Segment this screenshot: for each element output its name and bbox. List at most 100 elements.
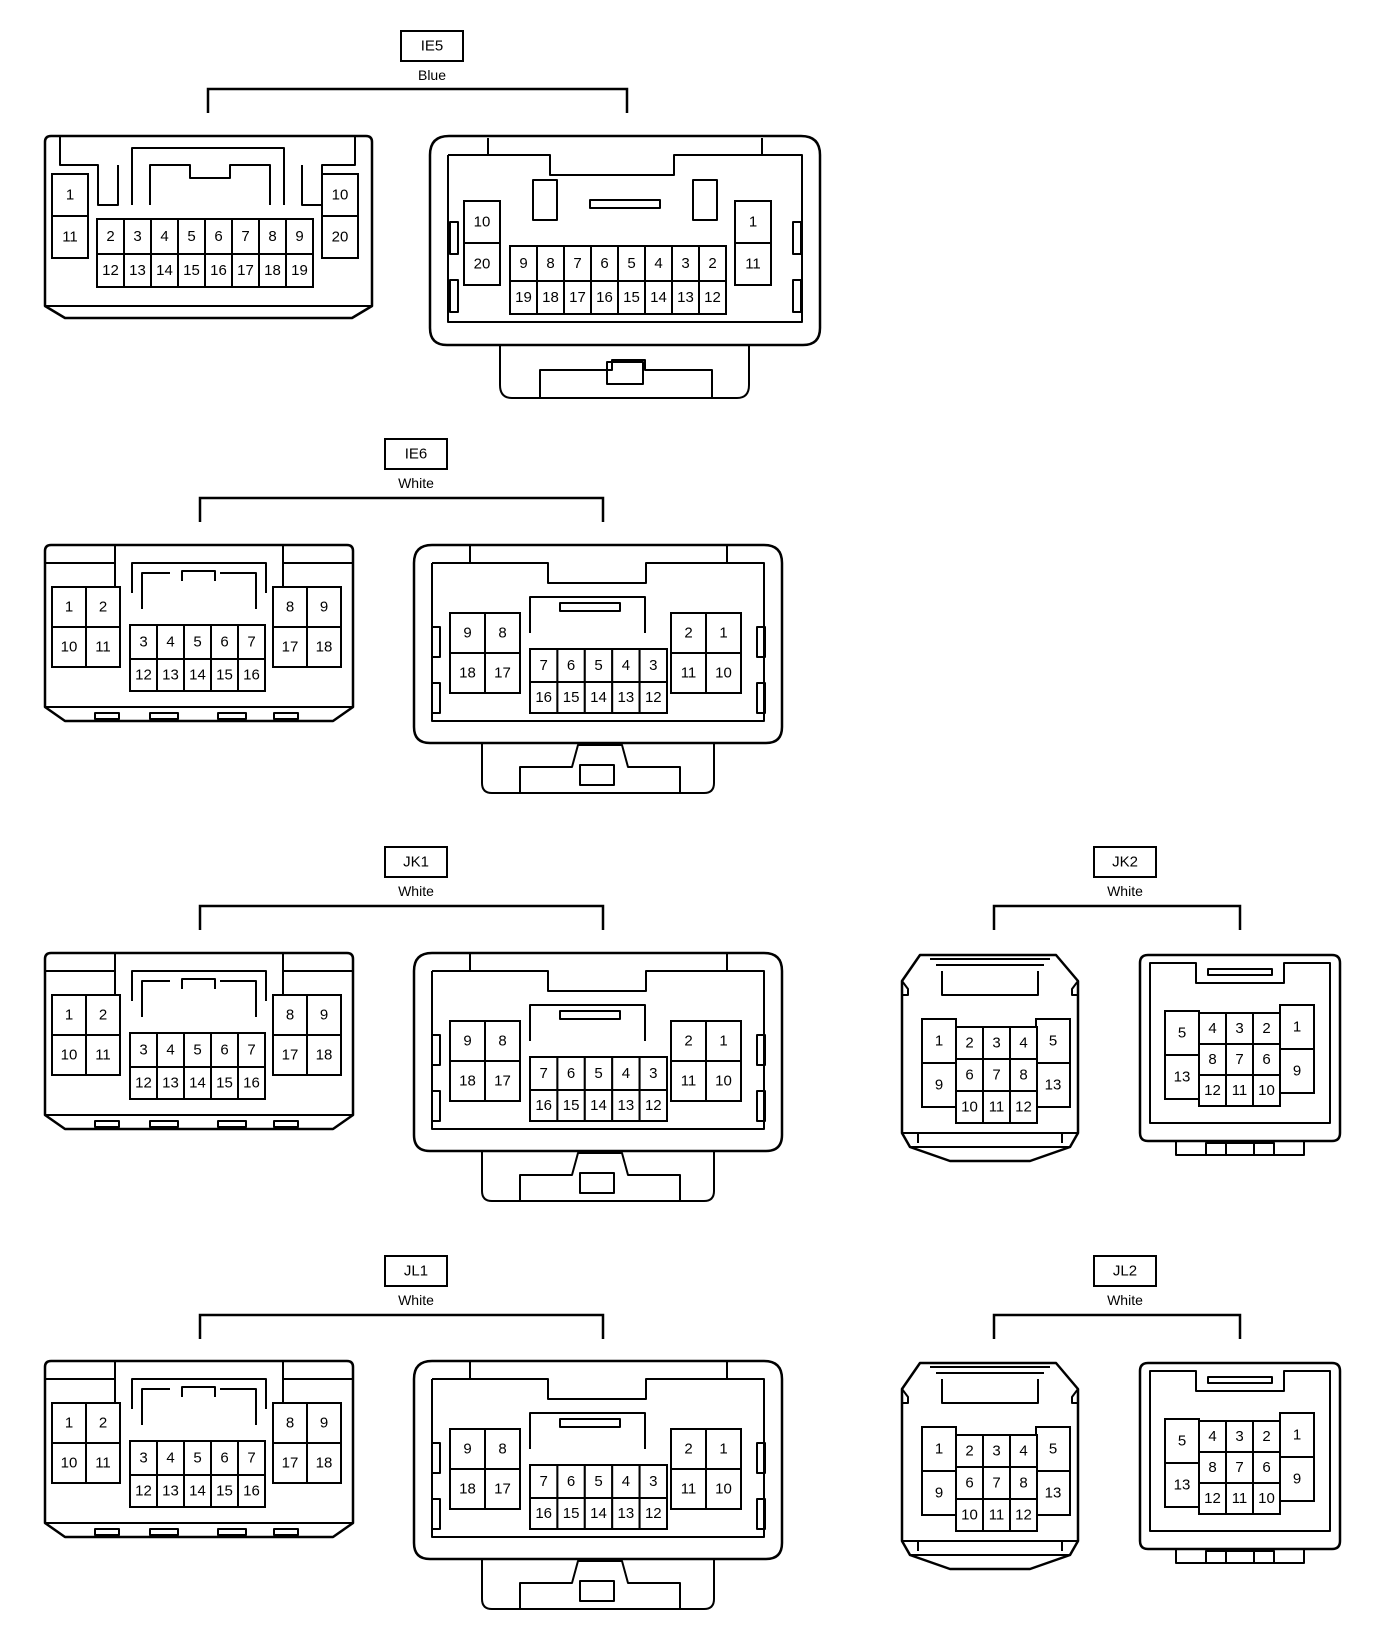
pin: 11: [1225, 1482, 1254, 1515]
pin: 5: [583, 1056, 614, 1091]
pin: 18: [258, 253, 287, 288]
pin: 18: [306, 1034, 342, 1076]
connector-jl2-color: White: [1107, 1292, 1143, 1308]
pin: 3: [982, 1026, 1011, 1060]
pin-number: 3: [139, 1042, 147, 1059]
pin-number: 8: [286, 599, 294, 616]
pin: 8: [272, 994, 308, 1036]
pin-number: 8: [546, 255, 554, 272]
pin-number: 6: [600, 255, 608, 272]
pin: 7: [529, 1464, 559, 1499]
pin-number: 5: [594, 1065, 602, 1082]
pin: 12: [1009, 1090, 1038, 1124]
pin-number: 8: [1019, 1475, 1027, 1492]
pin-number: 3: [1235, 1020, 1243, 1037]
pin-number: 6: [1262, 1459, 1270, 1476]
pin: 12: [638, 1497, 668, 1530]
pin: 17: [231, 253, 260, 288]
pin-number: 14: [189, 1483, 206, 1500]
pin-number: 3: [992, 1035, 1000, 1052]
pin-number: 12: [645, 1505, 662, 1522]
pin-number: 1: [66, 187, 74, 204]
pin: 12: [638, 1089, 668, 1122]
pin-number: 20: [332, 229, 349, 246]
pin-number: 14: [590, 1505, 607, 1522]
pin: 4: [611, 1056, 641, 1091]
pin-number: 9: [1293, 1471, 1301, 1488]
pin: 4: [611, 648, 641, 683]
pin-number: 12: [135, 667, 152, 684]
pin-number: 3: [649, 657, 657, 674]
pin: 6: [955, 1058, 984, 1092]
pin: 6: [1252, 1043, 1281, 1076]
pin: 2: [670, 1428, 707, 1470]
pin-number: 5: [1178, 1025, 1186, 1042]
pin-number: 18: [316, 1047, 333, 1064]
pin: 7: [237, 624, 266, 660]
pin-number: 15: [216, 1075, 233, 1092]
pin-number: 7: [247, 634, 255, 651]
pin-number: 12: [135, 1075, 152, 1092]
pin: 7: [529, 648, 559, 683]
pin-number: 5: [193, 634, 201, 651]
connector-jk2-name: JK2: [1112, 854, 1138, 871]
pin: 2: [698, 245, 727, 282]
pin-number: 5: [627, 255, 635, 272]
pin: 16: [237, 1474, 266, 1508]
pin: 15: [210, 658, 239, 692]
pin: 7: [982, 1466, 1011, 1500]
pin-number: 8: [1208, 1459, 1216, 1476]
pin-number: 8: [286, 1007, 294, 1024]
pin-number: 16: [243, 1483, 260, 1500]
pin-number: 1: [719, 1033, 727, 1050]
pin: 1: [705, 1428, 742, 1470]
pin-number: 5: [193, 1042, 201, 1059]
pin: 7: [1225, 1451, 1254, 1484]
pin-number: 11: [745, 256, 761, 273]
pin: 17: [272, 1442, 308, 1484]
pin: 12: [638, 681, 668, 714]
connector-jl1-color: White: [398, 1292, 434, 1308]
pin-number: 3: [649, 1065, 657, 1082]
pin-number: 2: [99, 1415, 107, 1432]
pin-number: 16: [535, 689, 552, 706]
pin: 6: [210, 1440, 239, 1476]
pin-number: 12: [102, 262, 119, 279]
pin: 10: [955, 1498, 984, 1532]
pin-number: 6: [965, 1475, 973, 1492]
pin: 4: [1009, 1434, 1038, 1468]
pin-number: 11: [989, 1099, 1005, 1116]
pin-number: 11: [681, 1481, 697, 1498]
pin: 8: [272, 586, 308, 628]
pin-number: 1: [719, 625, 727, 642]
pin: 7: [529, 1056, 559, 1091]
pin: 19: [285, 253, 314, 288]
pin-number: 6: [567, 657, 575, 674]
pin-number: 6: [220, 634, 228, 651]
pin-number: 10: [61, 1455, 78, 1472]
pin-number: 8: [498, 1033, 506, 1050]
pin-number: 1: [65, 1415, 73, 1432]
pin: 18: [306, 626, 342, 668]
pin-number: 10: [1258, 1490, 1275, 1507]
pin-number: 7: [241, 228, 249, 245]
pin: 1: [921, 1018, 957, 1064]
pin: 9: [1279, 1048, 1315, 1094]
pin: 14: [183, 1066, 212, 1100]
pin-number: 4: [1208, 1428, 1216, 1445]
pin: 11: [982, 1498, 1011, 1532]
pin-number: 12: [645, 1097, 662, 1114]
pin-number: 13: [162, 1483, 179, 1500]
pin: 17: [272, 1034, 308, 1076]
pin: 7: [1225, 1043, 1254, 1076]
pin: 10: [51, 626, 87, 668]
pin: 10: [51, 1034, 87, 1076]
pin-number: 17: [282, 1047, 299, 1064]
pin: 17: [484, 652, 521, 694]
pin: 7: [237, 1032, 266, 1068]
pin-number: 10: [1258, 1082, 1275, 1099]
pin-number: 3: [649, 1473, 657, 1490]
pin: 11: [85, 1034, 121, 1076]
